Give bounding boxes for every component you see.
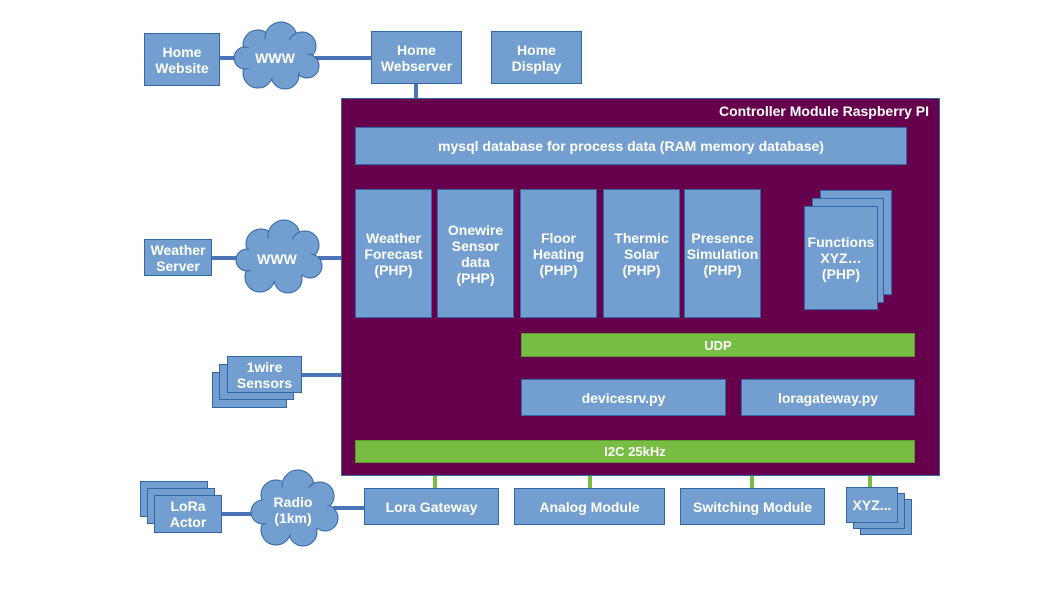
- udp-bus[interactable]: UDP: [521, 333, 915, 357]
- thermic-solar-box[interactable]: Thermic Solar (PHP): [603, 189, 680, 318]
- devicesrv-box[interactable]: devicesrv.py: [521, 379, 726, 416]
- xyz-box[interactable]: XYZ...: [846, 487, 898, 523]
- www-mid-label: WWW: [257, 251, 297, 267]
- weather-server-box[interactable]: Weather Server: [144, 239, 212, 276]
- cloud-www-mid: [235, 219, 323, 294]
- presence-simulation-box[interactable]: Presence Simulation (PHP): [684, 189, 761, 318]
- home-display-box[interactable]: Home Display: [491, 31, 582, 84]
- cloud-www-top: [233, 21, 320, 90]
- floor-heating-box[interactable]: Floor Heating (PHP): [520, 189, 597, 318]
- switching-module-box[interactable]: Switching Module: [680, 488, 825, 525]
- i2c-bus[interactable]: I2C 25kHz: [355, 440, 915, 463]
- analog-module-box[interactable]: Analog Module: [514, 488, 665, 525]
- module-title: Controller Module Raspberry PI: [718, 103, 929, 119]
- mysql-database-box[interactable]: mysql database for process data (RAM mem…: [355, 127, 907, 165]
- weather-forecast-box[interactable]: Weather Forecast (PHP): [355, 189, 432, 318]
- radio-label: Radio (1km): [273, 494, 313, 526]
- home-webserver-box[interactable]: Home Webserver: [371, 31, 462, 84]
- onewire-sensors-box[interactable]: 1wire Sensors: [227, 356, 302, 393]
- cloud-radio: [250, 469, 339, 547]
- onewire-sensor-box[interactable]: Onewire Sensor data (PHP): [437, 189, 514, 318]
- loragateway-py-box[interactable]: loragateway.py: [741, 379, 915, 416]
- www-top-label: WWW: [255, 50, 295, 66]
- home-website-box[interactable]: Home Website: [144, 33, 220, 86]
- lora-actor-box[interactable]: LoRa Actor: [154, 495, 222, 533]
- functions-xyz-box[interactable]: Functions XYZ… (PHP): [804, 206, 878, 310]
- lora-gateway-box[interactable]: Lora Gateway: [364, 488, 499, 525]
